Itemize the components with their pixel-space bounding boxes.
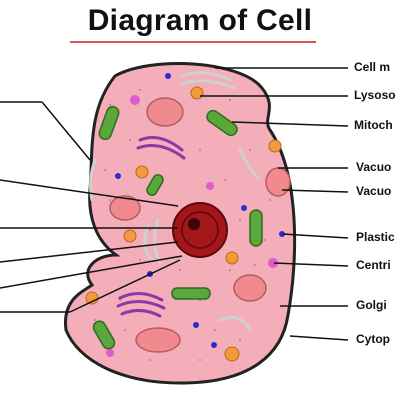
mitochondrion [146, 174, 164, 196]
centriole [106, 349, 114, 357]
vacuole [233, 274, 267, 302]
label-centriole: Centri [356, 258, 391, 272]
label-lysosome: Lysoso [354, 88, 396, 102]
mitochondrion [171, 287, 211, 300]
mitochondrion [92, 320, 116, 350]
plastid [279, 231, 285, 237]
page-title: Diagram of Cell [87, 4, 313, 37]
lysosome [224, 346, 240, 362]
lysosomes [85, 86, 282, 362]
plastid [165, 73, 171, 79]
vacuoles [109, 97, 291, 353]
nucleus [172, 202, 228, 258]
mitochondrion [98, 105, 120, 141]
plastid [211, 342, 217, 348]
lysosome [190, 86, 204, 100]
left-leader-lines [0, 101, 183, 313]
endoplasmic-reticulum [89, 71, 260, 332]
centriole [130, 95, 140, 105]
plastids [115, 73, 285, 348]
lysosome [225, 251, 239, 265]
label-mitochondria: Mitoch [354, 118, 393, 132]
plastid [193, 322, 199, 328]
label-cell-membrane: Cell m [354, 60, 391, 74]
lysosome [268, 139, 282, 153]
mitochondria [92, 105, 263, 350]
label-vacuole-1: Vacuo [356, 160, 392, 174]
mitochondrion [206, 109, 238, 137]
centriole [268, 258, 278, 268]
centrioles [106, 95, 278, 357]
lysosome [123, 229, 137, 243]
title-underline [70, 41, 316, 43]
label-plastid: Plastic [356, 230, 395, 244]
plastid [241, 205, 247, 211]
label-vacuole-2: Vacuo [356, 184, 392, 198]
label-golgi: Golgi [356, 298, 387, 312]
vacuole [135, 327, 181, 353]
centriole [206, 182, 214, 190]
mitochondrion [249, 209, 263, 247]
nucleolus [188, 218, 200, 230]
vacuole [146, 97, 184, 127]
right-leader-lines [200, 67, 349, 341]
label-cytoplasm: Cytop [356, 332, 390, 346]
plastid [115, 173, 121, 179]
lysosome [135, 165, 149, 179]
vacuole [265, 167, 291, 197]
golgi-apparatus [116, 136, 186, 318]
vacuole [109, 195, 141, 221]
